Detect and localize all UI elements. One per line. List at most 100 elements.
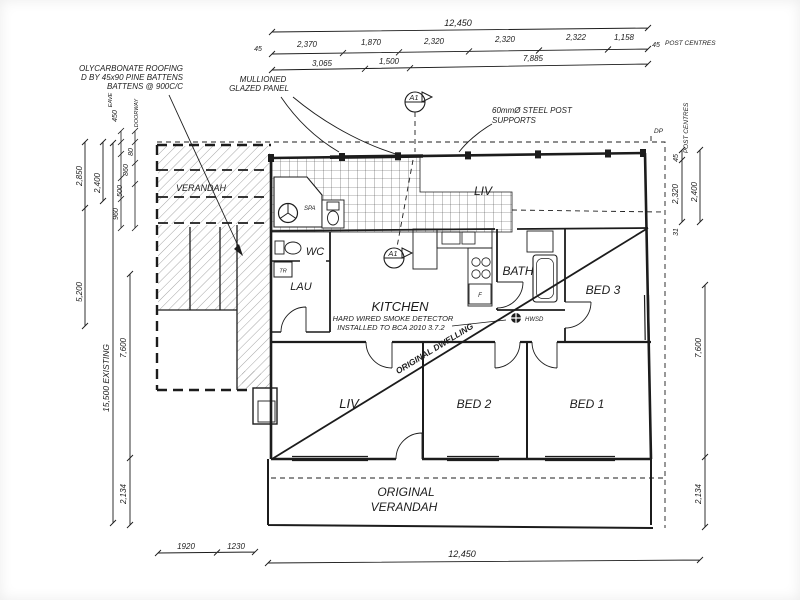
diagonal-line: [271, 227, 649, 460]
room-label-liv: LIV: [339, 396, 360, 411]
stove-burner: [481, 269, 491, 279]
dim-left-15500: 15,500 EXISTING: [101, 344, 111, 412]
dim-line-left-a: [81, 138, 89, 330]
kitchen-bench-left: [412, 228, 438, 270]
post-leader: [458, 123, 493, 153]
room-label-kitchen: KITCHEN: [371, 299, 429, 314]
verandah-hatch-small: [242, 371, 261, 388]
bathtub-inner: [536, 258, 554, 299]
verandah-internal-walls: [158, 225, 238, 390]
dim-left-960: 960: [113, 208, 120, 220]
dimensions-left: 2,850 5,200 2,400 EAVE 450 860 500 960 8…: [75, 92, 140, 529]
room-label-verandah: VERANDAH: [176, 183, 227, 193]
dimensions-top: 12,450 45 2,370 1,870 2,320 2,320 2,322 …: [254, 18, 716, 74]
wc-toilet-icon: [284, 241, 302, 255]
dim-line-right-b: [696, 146, 704, 226]
room-label-liv-top: LIV: [474, 184, 493, 198]
post-note-line1: 60mmØ STEEL POST: [492, 106, 573, 115]
smoke-leader: [451, 319, 507, 327]
wc-toilet-tank: [274, 240, 285, 255]
verandah-hatch-mid: [158, 225, 238, 310]
stove-burner: [471, 257, 481, 267]
original-verandah: ORIGINAL VERANDAH: [267, 459, 654, 529]
dim-line-left-b: [99, 138, 107, 205]
dim-line-top-total: [268, 24, 652, 36]
roofing-note-line2: D BY 45x90 PINE BATTENS: [81, 73, 184, 82]
dim-left-doorway: DOORWAY: [134, 98, 140, 127]
trough-label: TR: [279, 269, 286, 275]
post-icon: [640, 149, 646, 157]
windows-south-wall: [292, 455, 615, 462]
annotations: OLYCARBONATE ROOFING D BY 45x90 PINE BAT…: [79, 64, 664, 256]
dim-bottom-12450: 12,450: [448, 549, 476, 559]
dim-top-total: 12,450: [444, 18, 472, 28]
roof-dashed-lines: [157, 136, 666, 528]
bath-vanity: [526, 230, 554, 253]
dim-line-left-f: [126, 270, 134, 529]
section-marker-mid-arrow: [401, 247, 414, 259]
fridge-label: F: [478, 293, 482, 299]
room-label-bath: BATH: [502, 264, 533, 278]
deck-toilet-icon: [327, 210, 339, 226]
fireplace-inner: [257, 400, 276, 423]
existing-verandah-structure: VERANDAH: [155, 143, 278, 425]
dim-line-right-a: [678, 146, 686, 226]
verandah-hatch-upper: [158, 146, 270, 224]
doors: [280, 281, 592, 460]
dim-45-left: 45: [254, 46, 262, 53]
dim-seg-1158: 1,158: [614, 33, 635, 42]
dim-left-2134: 2,134: [119, 483, 128, 505]
window-bed3-east: [643, 294, 650, 341]
dim-line-post-centres: [268, 45, 652, 58]
kitchen-bench-top: [436, 228, 493, 249]
verandah-hatch-strip: [237, 225, 271, 390]
door-bed1: [531, 341, 558, 369]
dim-left-7600: 7,600: [119, 337, 128, 358]
dim-line-right-c: [701, 281, 709, 531]
dp-label: DP: [654, 128, 664, 135]
roofing-leader-arrow: [234, 244, 243, 256]
dimensions-bottom: 1920 1230 12,450: [154, 542, 704, 567]
stove-burner: [481, 257, 491, 267]
spa-label: SPA: [304, 206, 316, 212]
dim-right-2134: 2,134: [694, 483, 703, 505]
dim-sub-1500: 1,500: [379, 57, 400, 66]
dim-left-450: 450: [112, 110, 119, 122]
dim-sub-7885: 7,885: [523, 54, 544, 63]
post-icon: [268, 154, 274, 162]
dim-right-45: 45: [673, 154, 680, 162]
room-label-bed1: BED 1: [570, 397, 605, 411]
dim-seg-2370: 2,370: [296, 40, 318, 49]
glazed-note-line1: MULLIONED: [240, 75, 287, 84]
post-centres-right-label: POST CENTRES: [683, 102, 690, 153]
hwsd-label: HWSD: [525, 317, 544, 323]
room-label-lau: LAU: [290, 281, 311, 293]
door-lau: [280, 306, 307, 333]
dim-line-left-existing: [109, 139, 117, 527]
glazed-leaders: [280, 96, 407, 158]
dim-left-2850: 2,850: [75, 165, 84, 187]
post-icon: [535, 150, 541, 159]
dim-45-right: 45: [652, 42, 660, 49]
dim-line-bottom-total: [264, 556, 704, 567]
verandah-dashed-outline: [155, 143, 271, 392]
dim-bottom-1230: 1230: [227, 542, 245, 551]
kitchen-sink-bowl1: [441, 231, 461, 245]
dim-sub-3065: 3,065: [312, 59, 333, 68]
room-label-bed3: BED 3: [586, 283, 621, 297]
dim-right-2320: 2,320: [671, 183, 680, 205]
spa-icon-spokes: [279, 203, 297, 219]
door-bed2: [494, 341, 521, 369]
post-icon: [339, 153, 345, 161]
dim-left-80: 80: [128, 148, 135, 156]
front-door-gap: [396, 456, 422, 462]
dim-right-31: 31: [673, 228, 680, 236]
kitchen-bench-right: [467, 247, 493, 307]
dim-left-5200: 5,200: [75, 281, 84, 302]
verandah-dashed-internals: [158, 169, 270, 224]
room-labels: WC TR LAU KITCHEN HARD WIRED SMOKE DETEC…: [279, 184, 620, 411]
dim-left-860: 860: [123, 164, 130, 176]
deck-wc-niche: [321, 199, 345, 229]
post-icon: [605, 149, 611, 158]
